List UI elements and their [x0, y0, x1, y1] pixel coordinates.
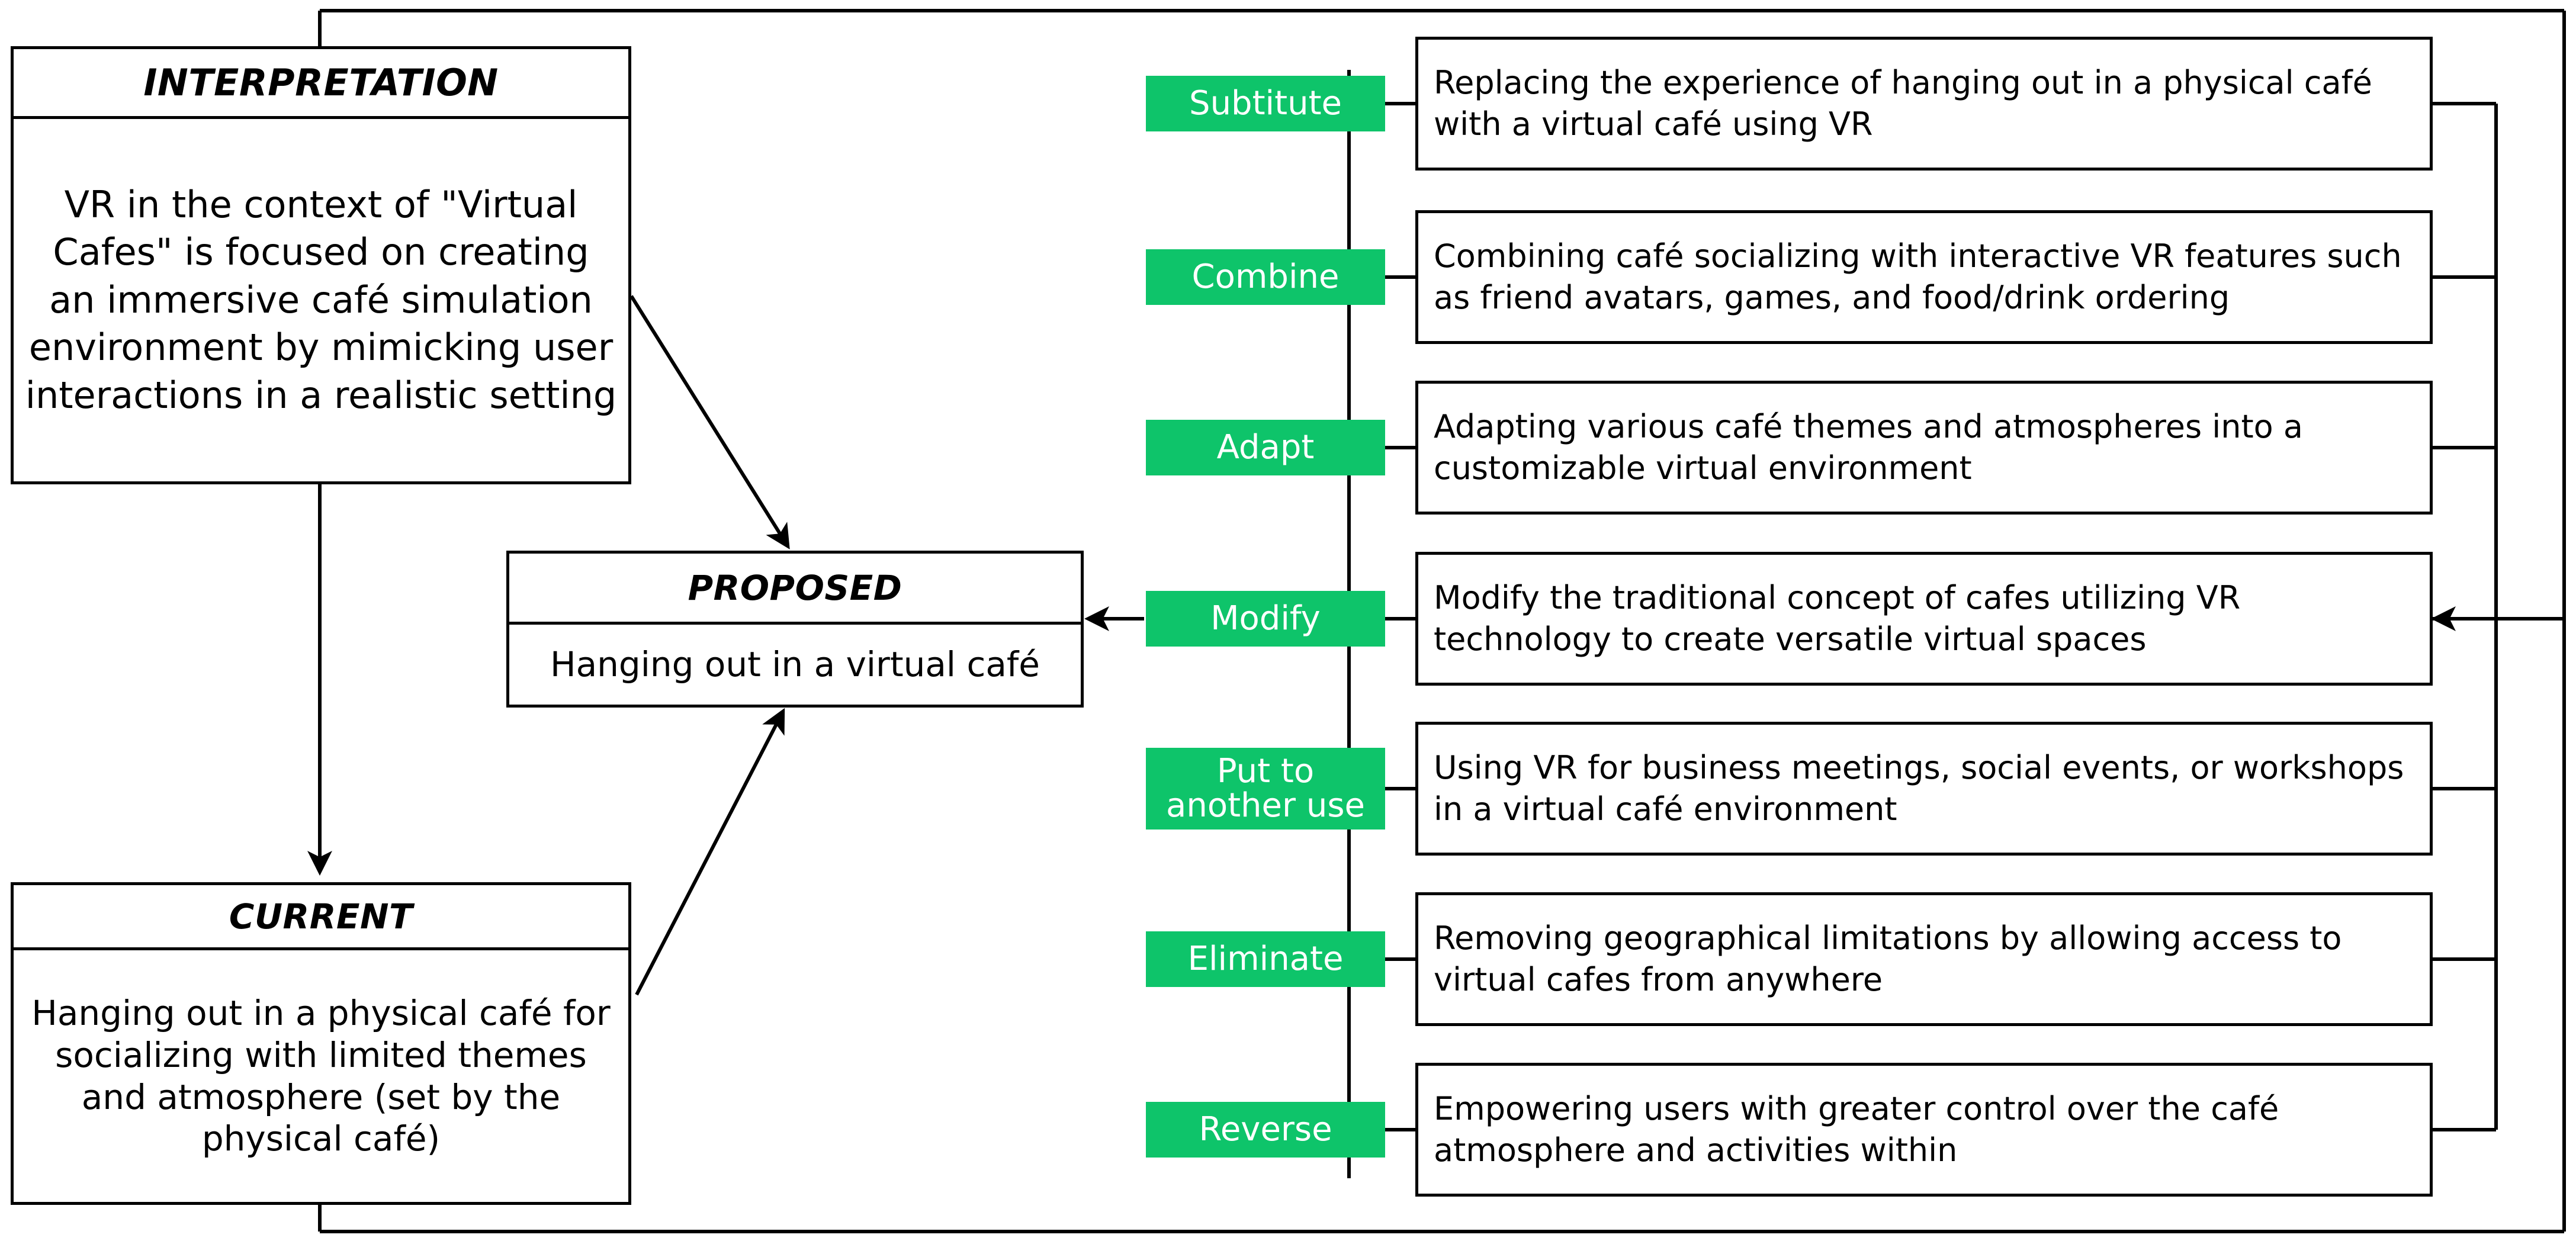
- scamper-label-3: Modify: [1146, 591, 1385, 647]
- scamper-description-2: Adapting various café themes and atmosph…: [1415, 381, 2433, 515]
- interpretation-body: VR in the context of "Virtual Cafes" is …: [25, 182, 617, 417]
- scamper-description-6: Empowering users with greater control ov…: [1415, 1063, 2433, 1197]
- scamper-label-5: Eliminate: [1146, 931, 1385, 987]
- scamper-description-4: Using VR for business meetings, social e…: [1415, 722, 2433, 856]
- scamper-description-1: Combining café socializing with interact…: [1415, 210, 2433, 344]
- current-box: CURRENT Hanging out in a physical café f…: [11, 882, 631, 1205]
- scamper-description-5: Removing geographical limitations by all…: [1415, 892, 2433, 1026]
- proposed-body: Hanging out in a virtual café: [550, 644, 1040, 684]
- scamper-description-0: Replacing the experience of hanging out …: [1415, 37, 2433, 171]
- scamper-label-6: Reverse: [1146, 1102, 1385, 1158]
- interpretation-box: INTERPRETATION VR in the context of "Vir…: [11, 46, 631, 484]
- current-body: Hanging out in a physical café for socia…: [31, 993, 611, 1159]
- scamper-label-1: Combine: [1146, 249, 1385, 305]
- scamper-description-3: Modify the traditional concept of cafes …: [1415, 552, 2433, 686]
- proposed-header: PROPOSED: [509, 554, 1081, 625]
- scamper-label-4: Put to another use: [1146, 748, 1385, 830]
- scamper-label-2: Adapt: [1146, 420, 1385, 475]
- proposed-box: PROPOSED Hanging out in a virtual café: [506, 551, 1084, 708]
- interpretation-header: INTERPRETATION: [14, 49, 628, 119]
- scamper-label-0: Subtitute: [1146, 76, 1385, 131]
- current-header: CURRENT: [14, 885, 628, 950]
